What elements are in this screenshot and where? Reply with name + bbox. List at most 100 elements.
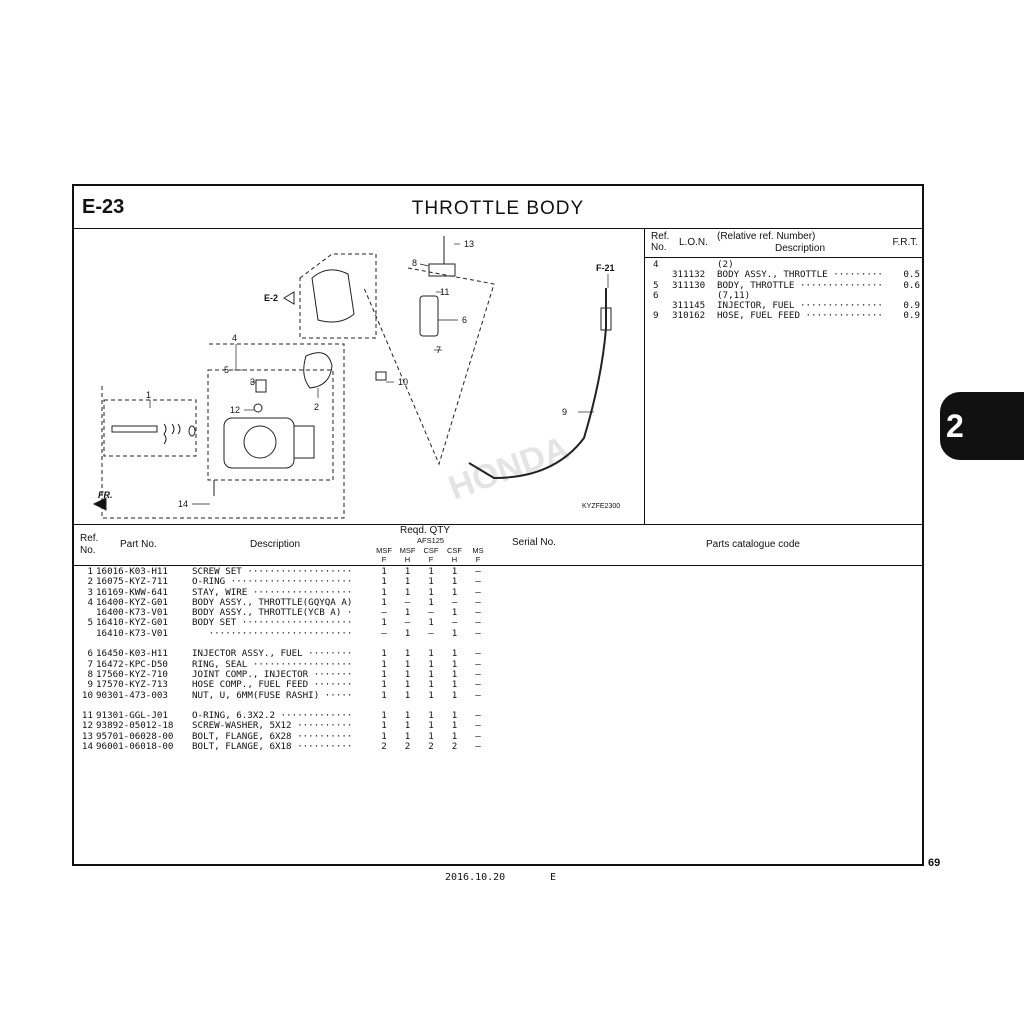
table-row: 16410-K73-V01 ··························…: [80, 627, 560, 639]
no-header: No.: [80, 545, 96, 556]
frt-header: F.R.T.: [892, 237, 918, 248]
ref-no: 14: [81, 741, 93, 753]
qty-col-header: MSF H: [399, 546, 416, 564]
qty-value: –: [381, 627, 387, 639]
svg-text:E-2: E-2: [264, 293, 278, 303]
ref-no: 13: [81, 730, 93, 742]
qty-value: –: [428, 627, 434, 639]
description: O-RING, 6.3X2.2 ·············: [192, 710, 353, 722]
part-no: 16075-KYZ-711: [96, 576, 168, 588]
footer-edition: E: [550, 872, 557, 883]
ref-header: Ref.: [80, 533, 99, 544]
svg-text:2: 2: [314, 402, 319, 412]
description: SCREW SET ···················: [192, 566, 353, 577]
description: BOLT, FLANGE, 6X18 ··········: [192, 741, 353, 753]
qty-value: –: [475, 596, 481, 608]
qty-value: –: [475, 730, 481, 742]
qty-value: –: [475, 648, 481, 660]
qty-value: 1: [381, 689, 387, 701]
svg-text:F-21: F-21: [596, 263, 615, 273]
serial-no-header: Serial No.: [512, 537, 556, 548]
qty-value: –: [451, 617, 458, 629]
svg-text:1: 1: [146, 390, 151, 400]
spring-part: [163, 423, 181, 445]
part-no: 95701-06028-00: [96, 730, 174, 742]
qty-value: 1: [404, 668, 411, 680]
qty-value: 1: [451, 730, 458, 742]
qty-value: 1: [451, 576, 458, 588]
description: INJECTOR ASSY., FUEL ········: [192, 648, 353, 660]
group-outline-1: [103, 399, 197, 457]
qty-value: 1: [451, 607, 458, 619]
qty-value: 2: [404, 741, 411, 753]
qty-value: 1: [428, 689, 434, 701]
qty-value: 1: [404, 658, 411, 670]
ref-no: 10: [81, 689, 93, 701]
description: STAY, WIRE ··················: [192, 586, 353, 598]
qty-value: 1: [381, 720, 387, 732]
catalogue-page-frame: E-23 THROTTLE BODY HONDA: [72, 184, 924, 866]
svg-text:3: 3: [250, 377, 255, 387]
qty-value: 1: [404, 679, 411, 691]
part-no: 90301-473-003: [96, 689, 168, 701]
part-no: 93892-05012-18: [96, 720, 174, 732]
qty-value: 1: [381, 668, 387, 680]
svg-text:10: 10: [398, 377, 408, 387]
svg-text:9: 9: [562, 407, 567, 417]
description: RING, SEAL ··················: [192, 658, 353, 670]
reqd-qty-header: Reqd. QTY: [400, 525, 451, 536]
qty-value: –: [404, 617, 411, 629]
qty-value: –: [475, 720, 481, 732]
qty-value: 1: [451, 648, 458, 660]
qty-value: –: [475, 689, 481, 701]
diagram-svg: HONDA: [92, 236, 620, 519]
svg-text:13: 13: [464, 239, 474, 249]
qty-value: –: [381, 607, 387, 619]
qty-value: 1: [381, 596, 387, 608]
qty-value: –: [475, 627, 481, 639]
ref-no: 11: [81, 710, 93, 722]
svg-text:FR.: FR.: [98, 490, 113, 500]
screw-set-part: [111, 425, 158, 433]
qty-value: 1: [428, 648, 434, 660]
hose-connector: [600, 307, 612, 331]
svg-text:14: 14: [178, 499, 188, 509]
qty-value: 1: [381, 576, 387, 588]
section-tab[interactable]: 2: [940, 392, 1024, 460]
qty-value: –: [475, 576, 481, 588]
lon-description: HOSE, FUEL FEED ··············: [717, 310, 883, 322]
description-header: Description: [250, 539, 301, 550]
joint-comp-part: [428, 263, 456, 277]
qty-value: –: [428, 607, 434, 619]
ref-no: 4: [87, 596, 93, 608]
catalogue-code-header: Parts catalogue code: [706, 539, 800, 550]
qty-value: –: [475, 566, 481, 577]
lon-ref: 9: [653, 310, 659, 322]
lon-panel: Ref. No. L.O.N. (Relative ref. Number) D…: [644, 228, 922, 524]
svg-text:11: 11: [440, 287, 449, 297]
lon-description: (7,11): [717, 289, 751, 301]
qty-value: 1: [381, 648, 387, 660]
lon-frt: 0.9: [903, 310, 920, 322]
group-outline-4: [101, 343, 345, 519]
ref-no: 2: [87, 576, 93, 588]
lon-description: (2): [717, 259, 734, 270]
qty-col-header: CSF H: [447, 546, 462, 564]
lon-number: 311132: [672, 269, 706, 281]
qty-value: 1: [451, 658, 458, 670]
svg-text:5: 5: [224, 365, 229, 375]
lon-row: 4(2): [653, 259, 920, 270]
injector-part: [419, 295, 439, 337]
qty-value: 1: [404, 648, 411, 660]
part-no: 16472-KPC-D50: [96, 658, 168, 670]
front-arrow-icon: [92, 497, 107, 511]
qty-value: 1: [428, 668, 434, 680]
